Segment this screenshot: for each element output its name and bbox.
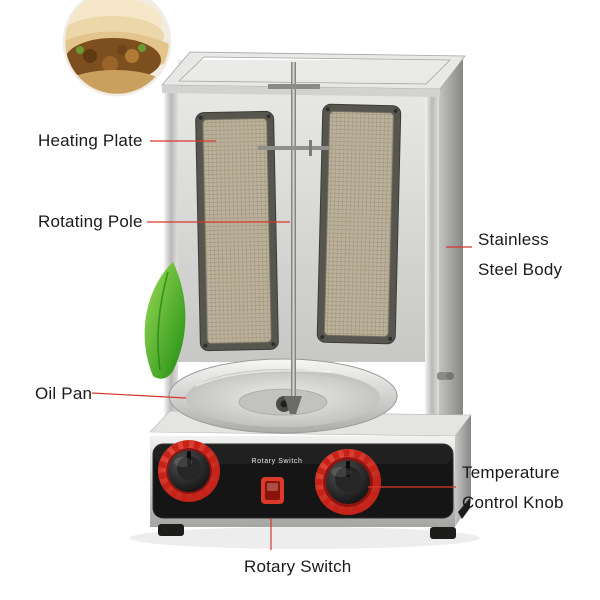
callout-temperature-line2: Control Knob xyxy=(462,493,564,512)
heating-plate-left-part xyxy=(195,110,279,352)
oil-pan-part xyxy=(168,358,398,434)
callout-rotary-switch: Rotary Switch xyxy=(244,557,351,577)
right-side-wall xyxy=(438,58,463,438)
callout-rotating-pole-label: Rotating Pole xyxy=(38,212,143,231)
callout-lines xyxy=(91,140,472,550)
ground-shadow xyxy=(130,527,480,549)
foot-right xyxy=(430,527,456,539)
callout-temperature-line1: Temperature xyxy=(462,463,560,482)
foot-side xyxy=(458,498,470,519)
oil-pan-line xyxy=(91,392,187,399)
heating-plate-right-part xyxy=(316,103,402,345)
foot-left xyxy=(158,524,184,536)
temperature-knob-right[interactable] xyxy=(315,449,381,515)
callout-stainless-line2: Steel Body xyxy=(478,260,563,279)
food-photo xyxy=(62,0,172,97)
base-right-face xyxy=(455,415,471,527)
callout-stainless-steel-body: Stainless Steel Body xyxy=(478,225,562,285)
top-frame-front-band xyxy=(162,85,440,97)
callout-stainless-line1: Stainless xyxy=(478,230,549,249)
pole-base-cone xyxy=(284,396,302,414)
panel-print-label: Rotary Switch xyxy=(251,458,303,465)
rotating-pole-part xyxy=(258,62,330,414)
temperature-knob-left[interactable] xyxy=(158,440,220,502)
callout-oil-pan-label: Oil Pan xyxy=(35,384,93,403)
callout-rotating-pole: Rotating Pole xyxy=(38,212,143,232)
callout-heating-plate: Heating Plate xyxy=(38,131,143,151)
top-frame-rim xyxy=(161,51,466,90)
pole-top-bracket xyxy=(268,84,320,89)
leaf-icon xyxy=(144,262,186,379)
callout-temperature-control-knob: Temperature Control Knob xyxy=(462,458,564,518)
pole-mid-bracket xyxy=(258,146,330,150)
right-front-edge xyxy=(425,90,439,435)
callout-rotary-switch-label: Rotary Switch xyxy=(244,557,352,576)
left-front-edge xyxy=(164,86,178,432)
callout-oil-pan: Oil Pan xyxy=(35,384,92,404)
rotary-switch-toggle[interactable] xyxy=(261,477,284,504)
callout-heating-plate-label: Heating Plate xyxy=(38,131,143,150)
control-panel xyxy=(152,443,454,519)
side-handle-knob xyxy=(446,372,454,380)
